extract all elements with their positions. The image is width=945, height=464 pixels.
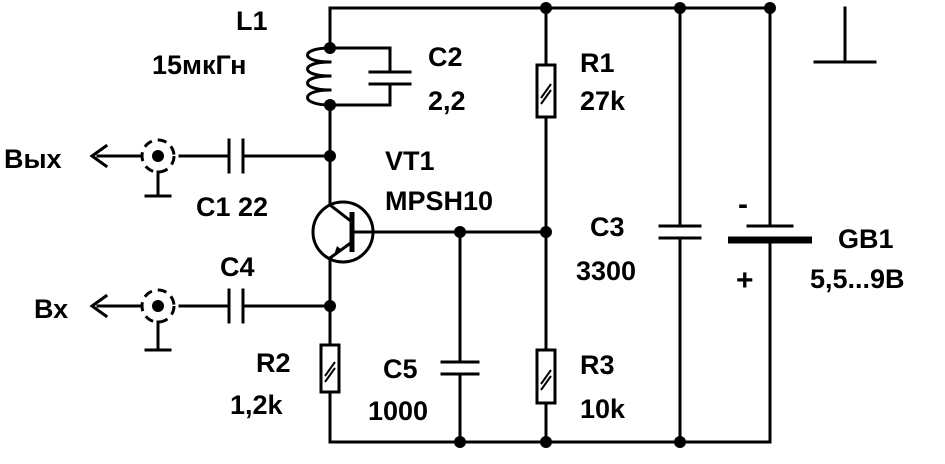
junction-dot — [454, 436, 466, 448]
labels: L1 15мкГн C2 2,2 R1 27k VT1 MPSH10 C1 22… — [4, 6, 905, 426]
vt1-value-label: MPSH10 — [385, 186, 493, 216]
r2-value-label: 1,2k — [230, 390, 284, 420]
emitter-arrow — [334, 246, 342, 255]
capacitor-c3-symbol — [658, 224, 702, 240]
junction-dot — [324, 300, 336, 312]
c2-value-label: 2,2 — [428, 86, 466, 116]
c5-ref-label: C5 — [383, 354, 418, 384]
c2-ref-label: C2 — [428, 42, 463, 72]
resistor-r2-symbol — [319, 343, 341, 394]
c3-value-label: 3300 — [576, 256, 636, 286]
capacitor-c1-symbol — [227, 138, 245, 174]
capacitor-c2-symbol — [368, 70, 412, 86]
junctions — [324, 2, 776, 448]
c1-label: C1 22 — [196, 192, 268, 222]
capacitor-c5-symbol — [440, 360, 480, 376]
r1-value-label: 27k — [580, 86, 626, 116]
battery-gb1-symbol — [728, 224, 812, 244]
gb1-ref-label: GB1 — [838, 224, 894, 254]
output-coax-connector — [89, 138, 176, 198]
resistor-r1-symbol — [535, 63, 557, 119]
r3-value-label: 10k — [580, 394, 626, 424]
c5-value-label: 1000 — [368, 396, 428, 426]
input-coax-connector — [89, 288, 176, 352]
wire-c2-top — [328, 46, 392, 74]
junction-dot — [540, 2, 552, 14]
gb1-minus-label: - — [738, 188, 748, 221]
junction-dot — [540, 436, 552, 448]
c4-ref-label: C4 — [220, 252, 255, 282]
junction-dot — [454, 226, 466, 238]
l1-value-label: 15мкГн — [152, 50, 246, 80]
junction-dot — [764, 2, 776, 14]
vt1-ref-label: VT1 — [385, 146, 435, 176]
gb1-plus-label: + — [736, 264, 754, 297]
wires — [178, 6, 877, 444]
r1-ref-label: R1 — [580, 48, 615, 78]
inductor-l1-symbol — [306, 46, 332, 107]
junction-dot — [540, 226, 552, 238]
output-port-label: Вых — [4, 144, 62, 174]
r3-ref-label: R3 — [580, 350, 615, 380]
r2-ref-label: R2 — [256, 348, 291, 378]
junction-dot — [674, 2, 686, 14]
transistor-vt1-symbol — [311, 200, 375, 264]
l1-ref-label: L1 — [236, 6, 268, 36]
c3-ref-label: C3 — [590, 212, 625, 242]
junction-dot — [324, 150, 336, 162]
gb1-value-label: 5,5...9В — [810, 264, 905, 294]
input-port-label: Вх — [34, 294, 68, 324]
wire-c2-bottom — [328, 82, 392, 107]
resistor-r3-symbol — [535, 348, 557, 405]
junction-dot — [674, 436, 686, 448]
capacitor-c4-symbol — [227, 288, 245, 324]
